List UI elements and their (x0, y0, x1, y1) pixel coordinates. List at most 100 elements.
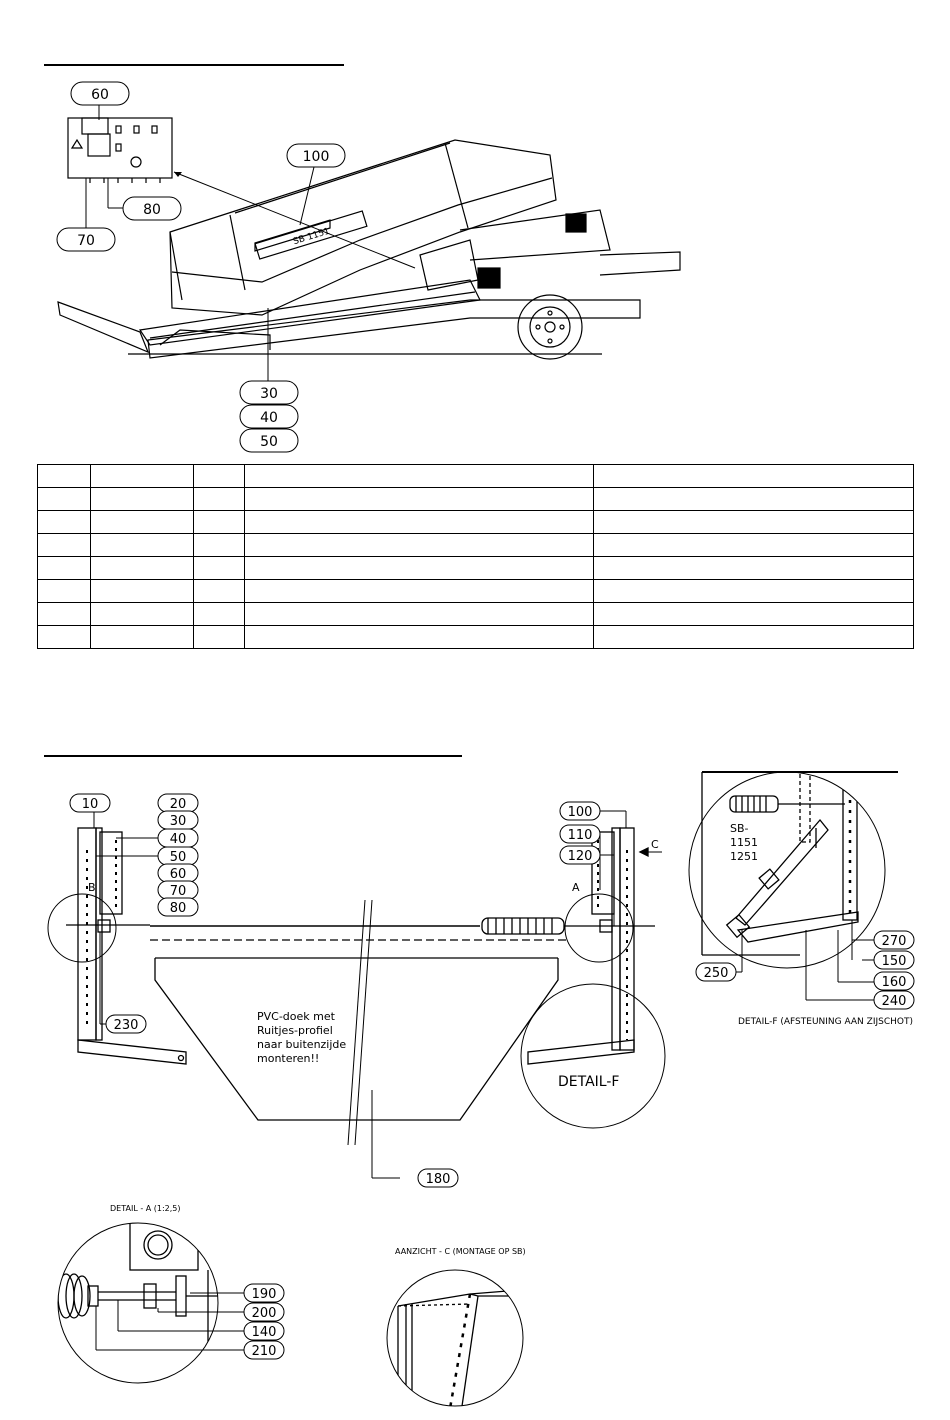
svg-text:80: 80 (143, 202, 161, 218)
parts-table-cell (90, 556, 194, 580)
balloon-10: 10 (69, 793, 111, 813)
balloon-60: 60 (70, 81, 130, 106)
parts-table-cell (244, 510, 594, 534)
detail-a-caption: DETAIL - A (1:2,5) (110, 1204, 181, 1213)
parts-table-cell (90, 533, 194, 557)
parts-table-cell (90, 602, 194, 626)
parts-table-cell (193, 533, 245, 557)
parts-table-cell (37, 625, 91, 649)
parts-table-cell (244, 533, 594, 557)
svg-text:Ruitjes-profiel: Ruitjes-profiel (257, 1024, 333, 1037)
svg-text:160: 160 (882, 975, 907, 990)
balloon-160: 160 (873, 971, 915, 991)
balloon-240: 240 (873, 990, 915, 1010)
control-box (67, 117, 173, 183)
svg-text:210: 210 (252, 1344, 277, 1359)
balloon-70: 70 (56, 227, 116, 252)
svg-text:70: 70 (77, 233, 95, 249)
balloon-110: 110 (559, 824, 601, 844)
svg-text:30: 30 (170, 814, 187, 829)
parts-table-cell (193, 487, 245, 511)
svg-text:100: 100 (303, 149, 330, 165)
svg-text:100: 100 (568, 805, 593, 820)
machine-side-view (57, 105, 681, 384)
svg-text:70: 70 (170, 884, 187, 899)
section-header-line-bottom (44, 755, 462, 757)
balloon-80: 80 (157, 897, 199, 917)
section-header-line-top (44, 64, 344, 66)
chassis (57, 299, 641, 359)
svg-text:PVC-doek met: PVC-doek met (257, 1010, 336, 1023)
svg-text:80: 80 (170, 901, 187, 916)
parts-table-cell (244, 602, 594, 626)
balloon-100: 100 (286, 143, 346, 168)
svg-text:1251: 1251 (730, 850, 758, 863)
svg-text:250: 250 (704, 966, 729, 981)
balloon-80: 80 (122, 196, 182, 221)
parts-table-cell (90, 625, 194, 649)
svg-text:270: 270 (882, 934, 907, 949)
parts-table-cell (593, 487, 914, 511)
svg-text:200: 200 (252, 1306, 277, 1321)
svg-text:120: 120 (568, 849, 593, 864)
parts-table-cell (90, 487, 194, 511)
parts-table-row (37, 510, 914, 534)
svg-text:1151: 1151 (730, 836, 758, 849)
balloon-150: 150 (873, 950, 915, 970)
balloon-230: 230 (105, 1014, 147, 1034)
detail-f-note: SB- 1151 1251 (730, 822, 758, 863)
parts-table-cell (37, 464, 91, 488)
view-c-caption: AANZICHT - C (MONTAGE OP SB) (395, 1247, 526, 1256)
balloon-30: 30 (239, 380, 299, 405)
balloon-120: 120 (559, 845, 601, 865)
parts-table-row (37, 625, 914, 649)
parts-table-cell (244, 487, 594, 511)
svg-text:230: 230 (114, 1018, 139, 1033)
parts-table-cell (593, 579, 914, 603)
parts-table-cell (244, 556, 594, 580)
balloon-270: 270 (873, 930, 915, 950)
parts-table-cell (244, 579, 594, 603)
svg-text:140: 140 (252, 1325, 277, 1340)
svg-text:60: 60 (91, 87, 109, 103)
balloon-40: 40 (157, 828, 199, 848)
cover-note: PVC-doek met Ruitjes-profiel naar buiten… (257, 1010, 346, 1065)
svg-text:SB-: SB- (730, 822, 749, 835)
parts-table-cell (593, 510, 914, 534)
svg-text:190: 190 (252, 1287, 277, 1302)
wheel (517, 294, 583, 360)
detail-f-circle-label: DETAIL-F (558, 1074, 619, 1090)
parts-table-cell (90, 579, 194, 603)
svg-text:240: 240 (882, 994, 907, 1009)
balloon-50: 50 (239, 428, 299, 453)
svg-text:20: 20 (170, 797, 187, 812)
parts-table (37, 464, 914, 649)
parts-table-row (37, 464, 914, 488)
marker-c: C (651, 838, 659, 851)
detail-a (57, 1222, 246, 1384)
balloon-210: 210 (243, 1340, 285, 1360)
svg-text:110: 110 (568, 828, 593, 843)
balloon-60: 60 (157, 863, 199, 883)
balloon-200: 200 (243, 1302, 285, 1322)
svg-text:150: 150 (882, 954, 907, 969)
cover-assembly (47, 803, 666, 1179)
view-c (386, 1269, 524, 1407)
balloon-50: 50 (157, 846, 199, 866)
marker-b: B (88, 881, 96, 894)
parts-table-cell (593, 625, 914, 649)
balloon-140: 140 (243, 1321, 285, 1341)
svg-text:40: 40 (170, 832, 187, 847)
svg-text:40: 40 (260, 410, 278, 426)
detail-f (688, 771, 898, 1001)
svg-text:30: 30 (260, 386, 278, 402)
balloon-190: 190 (243, 1283, 285, 1303)
balloon-180: 180 (417, 1168, 459, 1188)
parts-table-cell (593, 464, 914, 488)
balloon-70: 70 (157, 880, 199, 900)
parts-table-row (37, 579, 914, 603)
balloon-100: 100 (559, 801, 601, 821)
parts-table-row (37, 533, 914, 557)
svg-text:monteren!!: monteren!! (257, 1052, 319, 1065)
